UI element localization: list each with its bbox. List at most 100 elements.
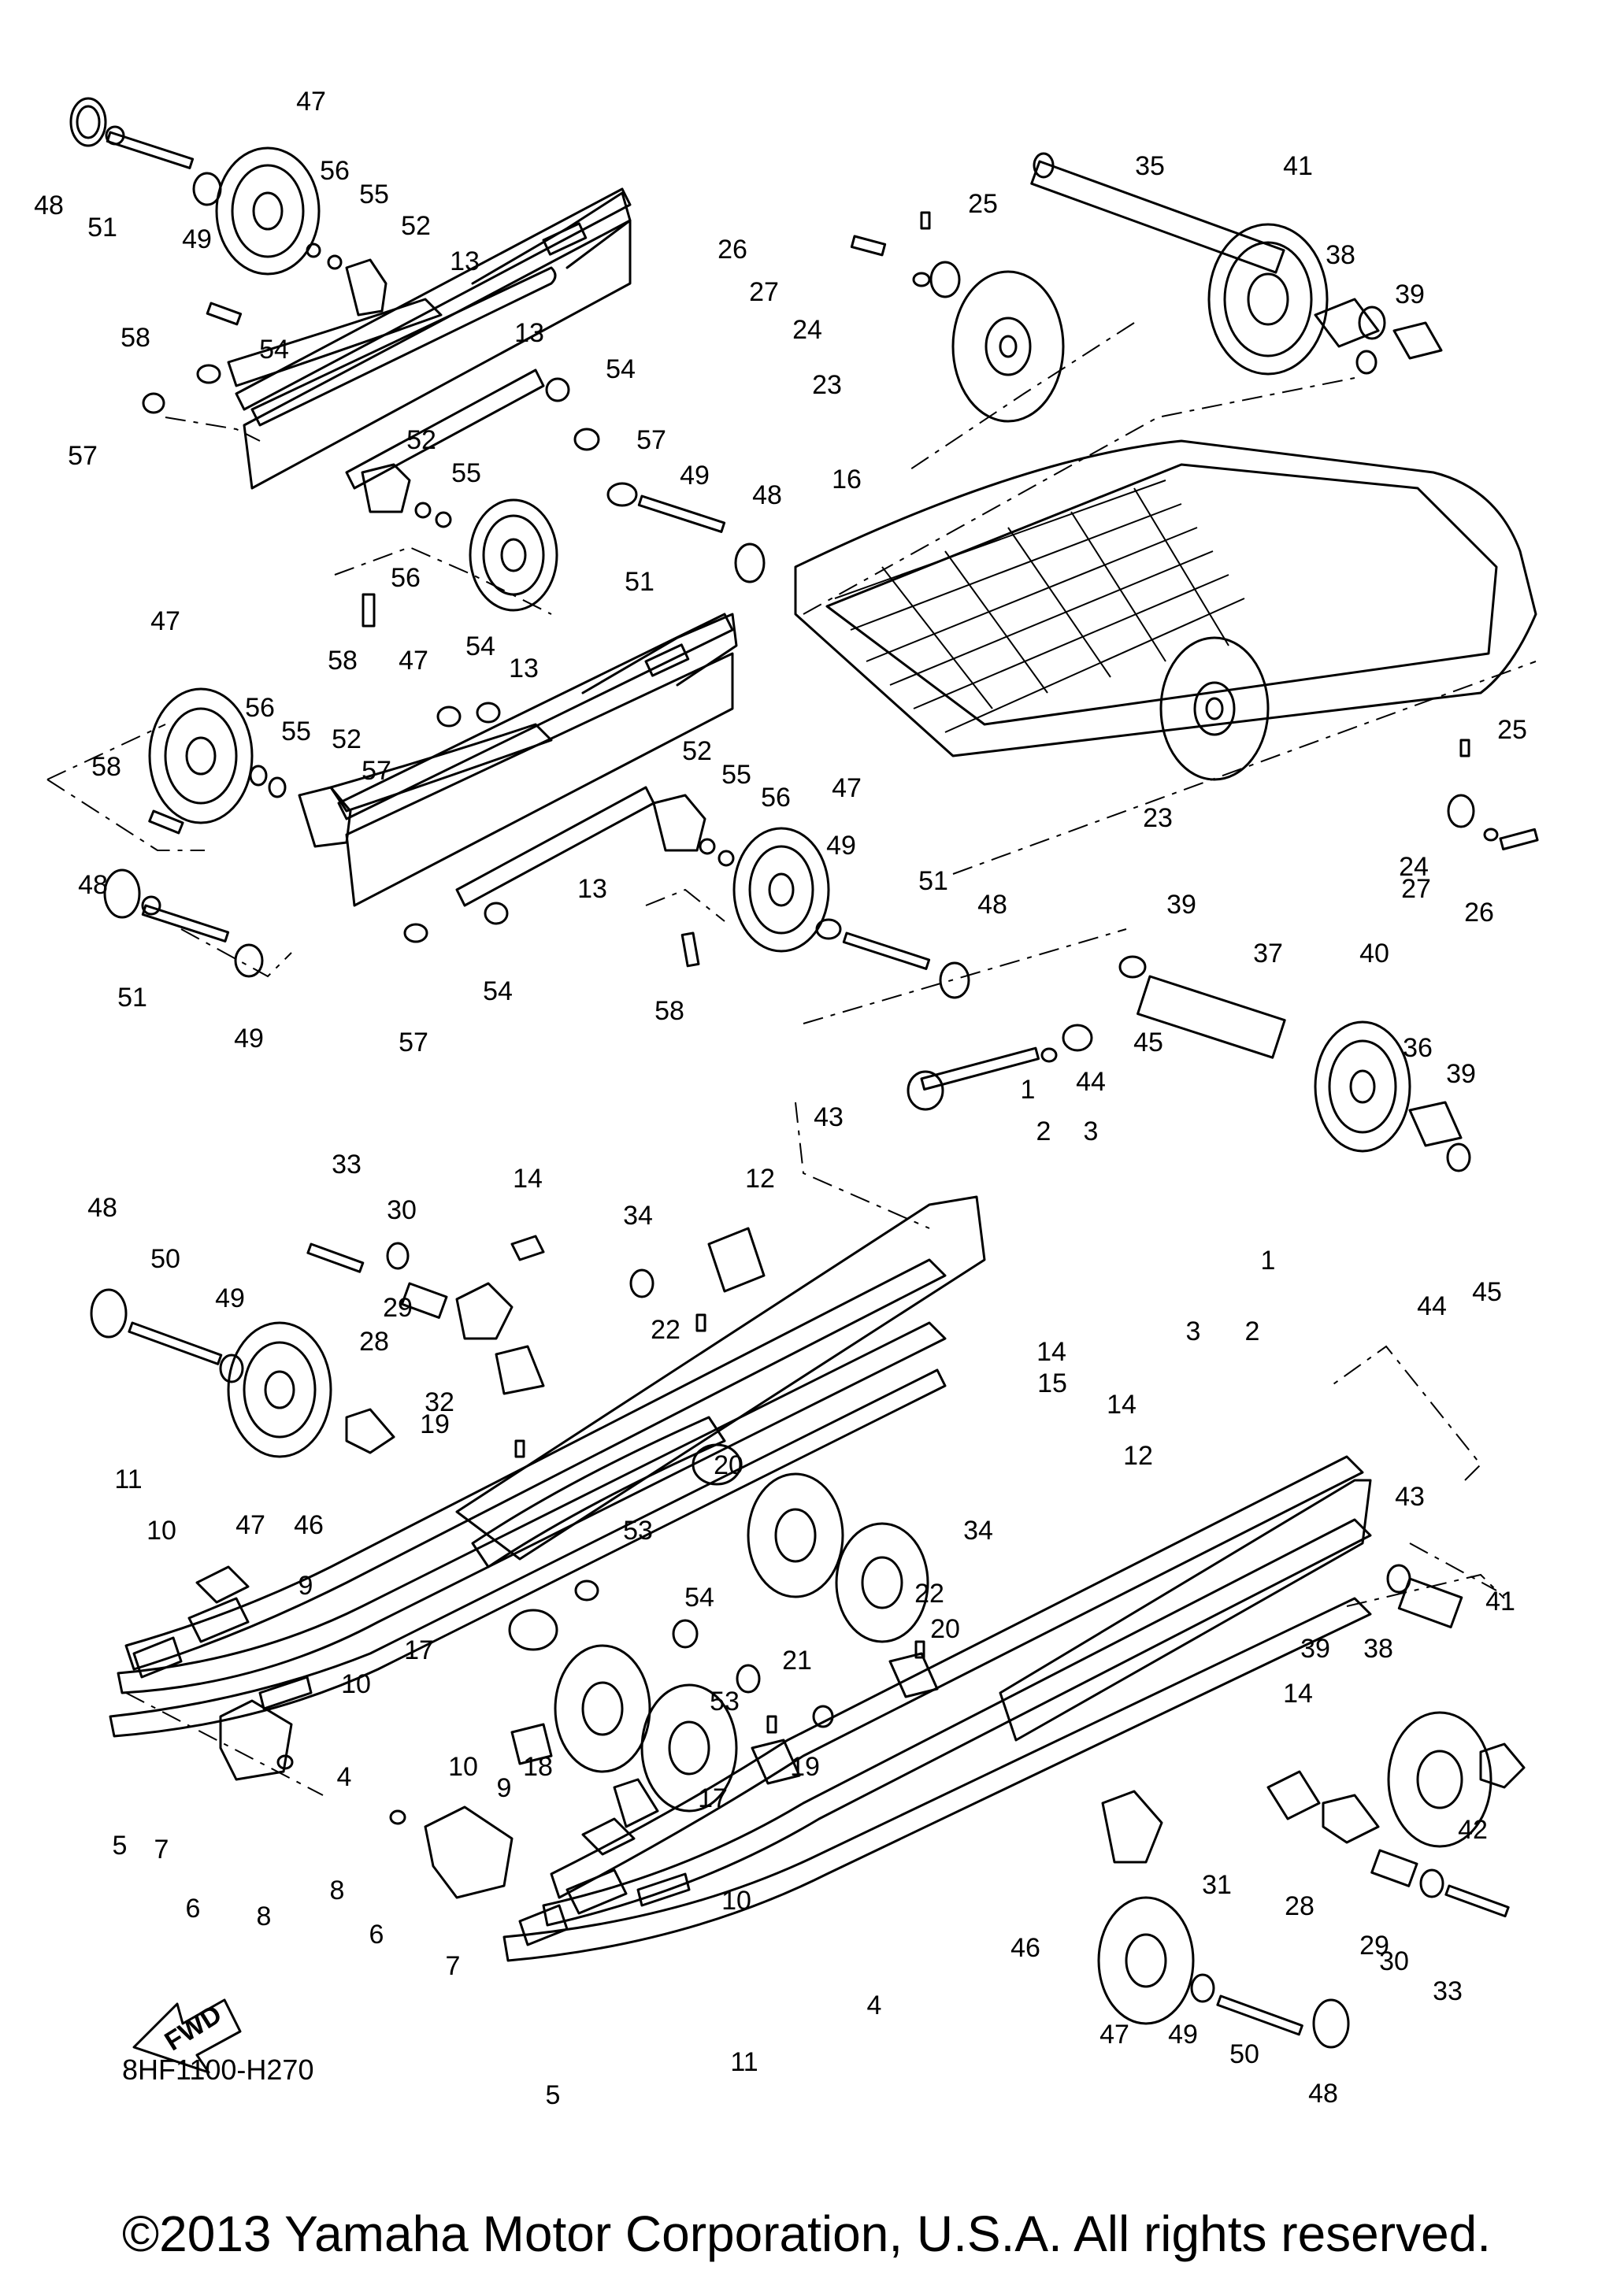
callout-55: 55 [451, 458, 481, 488]
callout-46: 46 [1010, 1933, 1040, 1963]
callout-44: 44 [1076, 1067, 1106, 1097]
callout-29: 29 [383, 1293, 413, 1323]
callout-14: 14 [1283, 1679, 1313, 1709]
callout-27: 27 [1401, 874, 1431, 904]
callout-13: 13 [509, 654, 539, 683]
diagram-code: 8HF1100-H270 [122, 2053, 314, 2086]
callout-1: 1 [1261, 1246, 1276, 1276]
callout-26: 26 [718, 235, 747, 265]
callout-54: 54 [465, 631, 495, 661]
callout-54: 54 [483, 976, 513, 1006]
callout-22: 22 [914, 1579, 944, 1609]
callout-48: 48 [977, 890, 1007, 920]
callout-49: 49 [1168, 2020, 1198, 2050]
callout-57: 57 [68, 441, 98, 471]
callout-10: 10 [448, 1752, 478, 1782]
callout-23: 23 [812, 370, 842, 400]
callout-34: 34 [963, 1516, 993, 1546]
callout-2: 2 [1245, 1316, 1260, 1346]
callout-46: 46 [294, 1510, 324, 1540]
callout-25: 25 [1497, 715, 1527, 745]
callout-57: 57 [362, 756, 391, 786]
callout-8: 8 [257, 1902, 272, 1931]
callout-42: 42 [1458, 1815, 1488, 1845]
callout-31: 31 [1202, 1870, 1232, 1900]
callout-48: 48 [87, 1193, 117, 1223]
callout-54: 54 [259, 335, 289, 365]
callout-12: 12 [745, 1164, 775, 1194]
callout-13: 13 [577, 874, 607, 904]
callout-26: 26 [1464, 898, 1494, 928]
callout-20: 20 [714, 1450, 743, 1480]
callout-48: 48 [34, 191, 64, 220]
callout-30: 30 [387, 1195, 417, 1225]
callout-13: 13 [450, 246, 480, 276]
callout-11: 11 [114, 1465, 142, 1494]
callout-5: 5 [546, 2080, 561, 2110]
callout-56: 56 [391, 563, 421, 593]
callout-8: 8 [330, 1876, 345, 1905]
callout-34: 34 [623, 1201, 653, 1231]
callout-17: 17 [404, 1635, 434, 1665]
copyright-notice: ©2013 Yamaha Motor Corporation, U.S.A. A… [121, 2205, 1492, 2262]
callout-57: 57 [636, 425, 666, 455]
callout-6: 6 [186, 1894, 201, 1924]
callout-50: 50 [1229, 2039, 1259, 2069]
callout-14: 14 [1107, 1390, 1137, 1420]
callout-43: 43 [814, 1102, 844, 1132]
callout-49: 49 [215, 1283, 245, 1313]
callout-25: 25 [968, 189, 998, 219]
callout-51: 51 [117, 983, 147, 1013]
callout-54: 54 [684, 1583, 714, 1613]
callout-37: 37 [1253, 939, 1283, 968]
callout-33: 33 [332, 1150, 362, 1179]
callout-47: 47 [832, 773, 862, 803]
callout-38: 38 [1326, 240, 1355, 270]
callout-35: 35 [1135, 151, 1165, 181]
callout-24: 24 [792, 315, 822, 345]
callout-54: 54 [606, 354, 636, 384]
upper-left-idler-assembly [69, 97, 766, 628]
callout-1: 1 [1021, 1075, 1036, 1105]
callout-39: 39 [1446, 1059, 1476, 1089]
callout-24: 24 [1399, 852, 1429, 882]
callout-41: 41 [1283, 151, 1313, 181]
fwd-label: FWD [160, 1999, 228, 2057]
callout-40: 40 [1359, 939, 1389, 968]
callout-58: 58 [328, 646, 358, 676]
callout-45: 45 [1133, 1028, 1163, 1057]
rear-axle-and-track-assembly [794, 152, 1539, 875]
callout-38: 38 [1363, 1634, 1393, 1664]
callout-56: 56 [761, 783, 791, 813]
callout-10: 10 [341, 1669, 371, 1699]
callout-56: 56 [320, 156, 350, 186]
middle-axle-assembly [795, 928, 1471, 1229]
callout-47: 47 [150, 606, 180, 636]
callout-39: 39 [1166, 890, 1196, 920]
callout-15: 15 [1037, 1368, 1067, 1398]
callout-10: 10 [721, 1886, 751, 1916]
callout-39: 39 [1300, 1634, 1330, 1664]
callout-22: 22 [651, 1315, 680, 1345]
callout-55: 55 [359, 180, 389, 209]
callout-55: 55 [281, 717, 311, 746]
callout-28: 28 [359, 1327, 389, 1357]
callout-52: 52 [682, 736, 712, 766]
slide-rail-assembly [90, 1195, 1526, 2049]
callout-49: 49 [680, 461, 710, 491]
callout-16: 16 [832, 465, 862, 494]
callout-49: 49 [182, 224, 212, 254]
callout-20: 20 [930, 1614, 960, 1644]
callout-47: 47 [1099, 2020, 1129, 2050]
callout-3: 3 [1084, 1117, 1099, 1146]
callout-2: 2 [1036, 1117, 1051, 1146]
callout-33: 33 [1433, 1976, 1463, 2006]
callout-32: 32 [425, 1387, 454, 1417]
callout-56: 56 [245, 693, 275, 723]
callout-48: 48 [752, 480, 782, 510]
callout-30: 30 [1379, 1946, 1409, 1976]
callout-7: 7 [154, 1835, 169, 1865]
callout-57: 57 [399, 1028, 428, 1057]
callout-9: 9 [298, 1571, 313, 1601]
